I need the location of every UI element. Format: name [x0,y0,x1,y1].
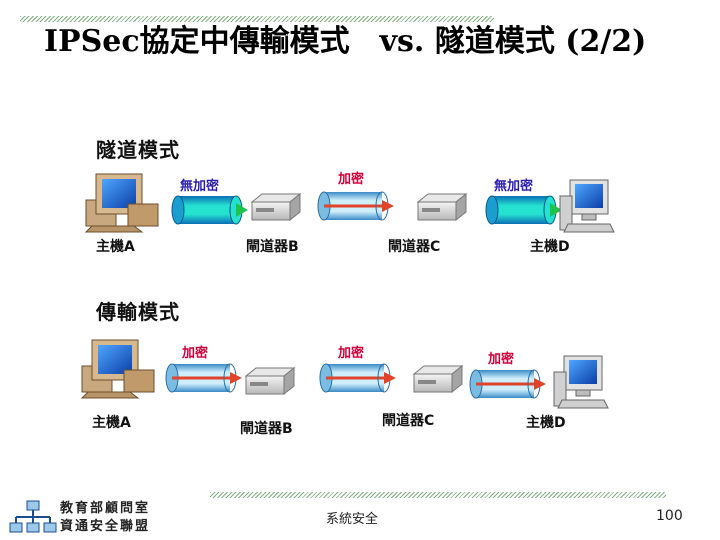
transport-node-gateway-c: 閘道器C [382,413,435,429]
host-a-computer-icon [80,339,155,399]
org-name: 教育部顧問室 資通安全聯盟 [60,500,150,536]
tunnel-segment-1-label: 無加密 [180,179,220,194]
host-d-computer-icon [553,355,609,409]
tunnel-mode-label: 隧道模式 [96,138,180,162]
tunnel-node-gateway-b: 閘道器B [246,239,299,255]
page-number: 100 [656,508,683,524]
org-line-2: 資通安全聯盟 [60,519,151,534]
transport-segment-1-label: 加密 [182,346,209,361]
transport-node-gateway-b: 閘道器B [240,421,293,437]
tunnel-segment-2-encrypted-tube [317,191,394,221]
transport-segment-2-label: 加密 [338,346,365,361]
tunnel-segment-1-plain-tube [171,195,248,225]
host-d-computer-icon [559,179,615,233]
tunnel-segment-2-label: 加密 [338,172,365,187]
org-line-1: 教育部顧問室 [60,501,151,516]
transport-node-host-a: 主機A [92,415,131,431]
tunnel-node-host-d: 主機D [530,239,570,255]
tunnel-segment-3-plain-tube [485,195,562,225]
footer-course-title: 系統安全 [326,512,379,527]
transport-node-host-d: 主機D [526,415,566,431]
transport-mode-label: 傳輸模式 [96,300,180,324]
gateway-b-router-icon [250,192,302,222]
transport-segment-2-encrypted-tube [319,363,396,393]
transport-segment-3-encrypted-tube [469,369,546,399]
network-logo-icon [9,500,57,533]
transport-segment-3-label: 加密 [488,352,515,367]
host-a-computer-icon [84,173,159,233]
page-title: IPSec協定中傳輸模式 vs. 隧道模式 (2/2) [44,24,647,59]
gateway-c-router-icon [416,192,468,222]
footer-rule [210,492,666,498]
gateway-c-router-icon [412,364,464,394]
tunnel-node-gateway-c: 閘道器C [388,239,441,255]
tunnel-node-host-a: 主機A [96,239,135,255]
tunnel-segment-3-label: 無加密 [494,179,534,194]
transport-segment-1-encrypted-tube [165,363,242,393]
title-rule [20,16,494,22]
gateway-b-router-icon [244,366,296,396]
